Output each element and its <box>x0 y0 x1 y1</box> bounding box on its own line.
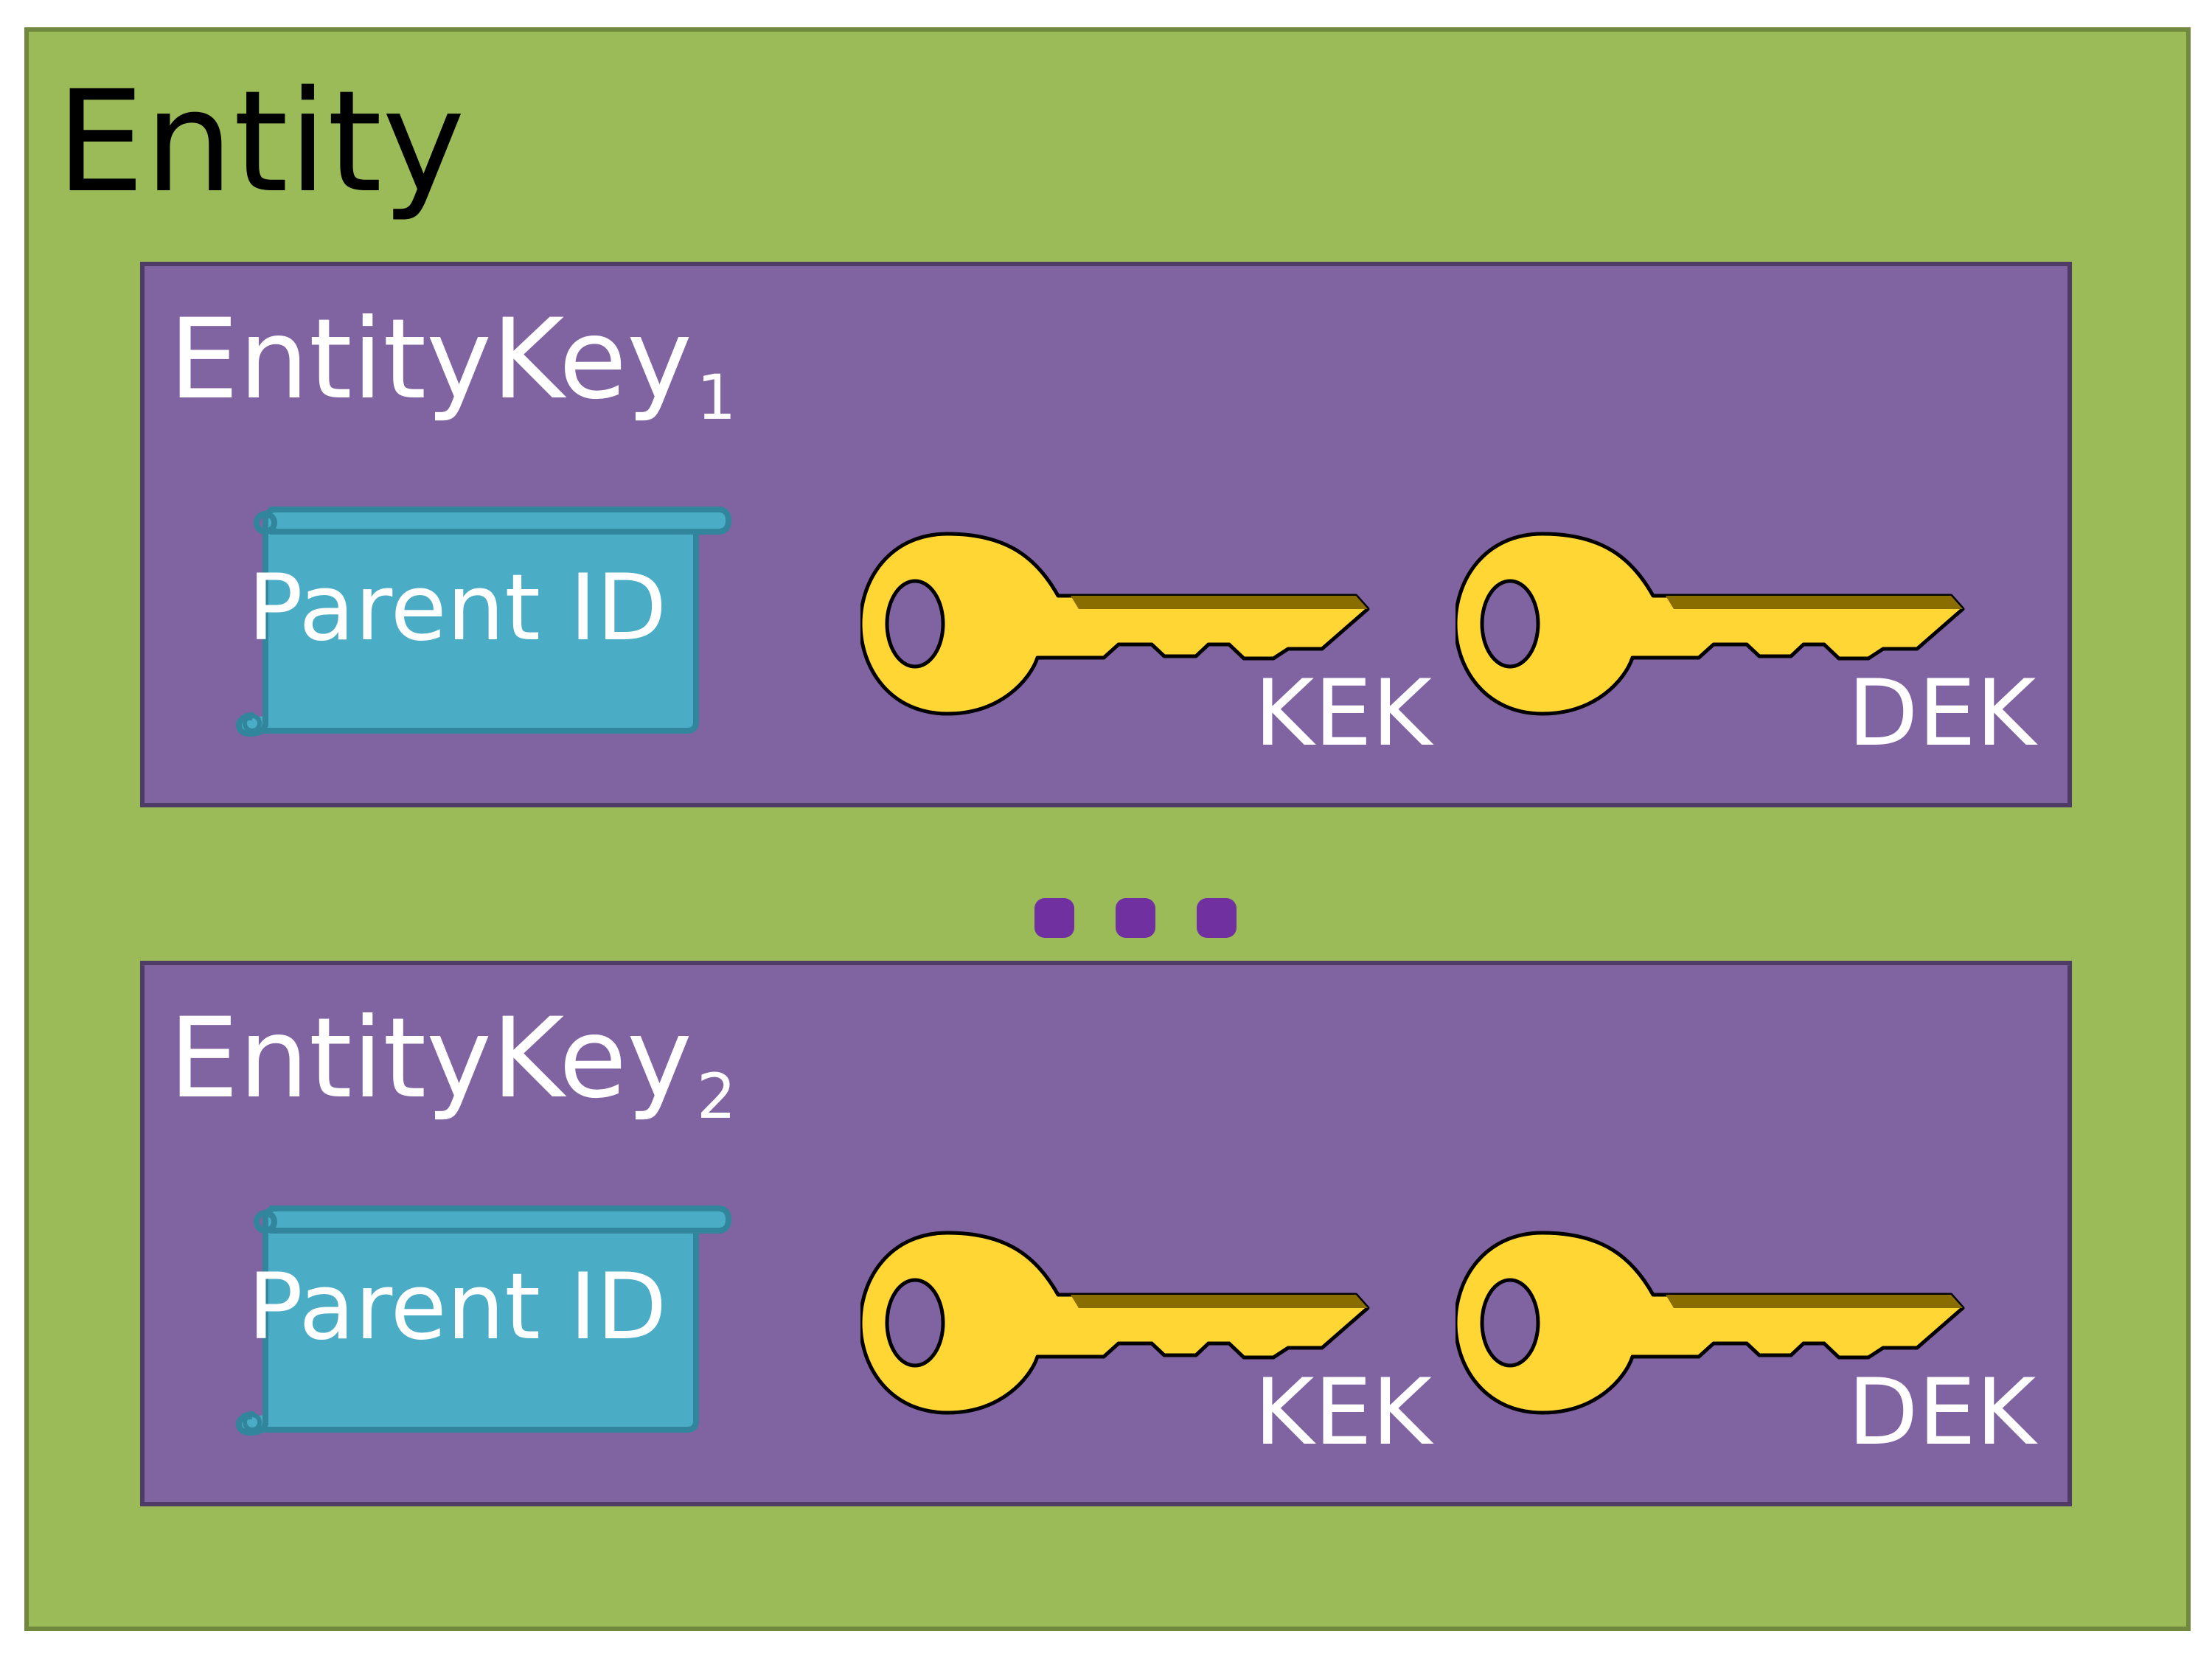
entity-key-title: EntityKey2 <box>169 1004 736 1127</box>
ellipsis-dot <box>1034 898 1074 938</box>
entity-key-subscript: 1 <box>696 361 737 434</box>
parent-id-scroll: Parent ID <box>233 487 734 738</box>
entity-key-box-1: EntityKey1 Parent ID KEK DEK <box>140 262 2072 807</box>
entity-key-name: EntityKey <box>169 995 692 1123</box>
entity-key-subscript: 2 <box>696 1060 737 1133</box>
dek-label: DEK <box>1848 1360 2037 1466</box>
parent-id-label: Parent ID <box>248 1254 667 1360</box>
entity-key-name: EntityKey <box>169 296 692 424</box>
entity-key-box-2: EntityKey2 Parent ID KEK DEK <box>140 961 2072 1506</box>
entity-key-title: EntityKey1 <box>169 305 736 428</box>
ellipsis-icon <box>1034 898 1237 938</box>
kek-label: KEK <box>1254 1360 1432 1466</box>
parent-id-scroll: Parent ID <box>233 1186 734 1437</box>
ellipsis-dot <box>1116 898 1155 938</box>
ellipsis-dot <box>1197 898 1237 938</box>
kek-label: KEK <box>1254 661 1432 767</box>
parent-id-label: Parent ID <box>248 555 667 661</box>
dek-label: DEK <box>1848 661 2037 767</box>
entity-title: Entity <box>56 60 465 223</box>
